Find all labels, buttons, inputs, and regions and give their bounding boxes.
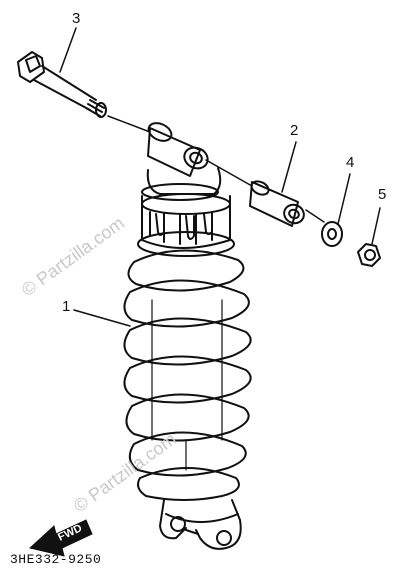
coil-spring bbox=[123, 249, 252, 501]
collar-part-2 bbox=[249, 180, 305, 227]
bottom-clevis bbox=[159, 499, 242, 550]
axis-collar bbox=[205, 159, 253, 187]
callout-2: 2 bbox=[290, 122, 299, 139]
leader-2 bbox=[281, 141, 297, 193]
callout-1: 1 bbox=[62, 298, 71, 315]
leader-5 bbox=[371, 207, 381, 245]
part-code: 3HE332-9250 bbox=[10, 552, 102, 567]
leader-3 bbox=[59, 27, 77, 73]
callout-3: 3 bbox=[72, 10, 81, 27]
bolt-part-3 bbox=[17, 51, 107, 118]
callout-4: 4 bbox=[346, 154, 355, 171]
washer-part-4 bbox=[321, 221, 343, 247]
leader-4 bbox=[337, 173, 351, 225]
callout-5: 5 bbox=[378, 186, 387, 203]
axis-bolt bbox=[107, 115, 151, 133]
shock-top-mount bbox=[137, 167, 235, 257]
top-collar bbox=[147, 122, 209, 177]
axis-washer bbox=[305, 209, 325, 223]
fwd-arrow-icon: FWD bbox=[28, 519, 93, 557]
nut-part-5 bbox=[357, 243, 381, 267]
leader-1 bbox=[73, 309, 131, 327]
